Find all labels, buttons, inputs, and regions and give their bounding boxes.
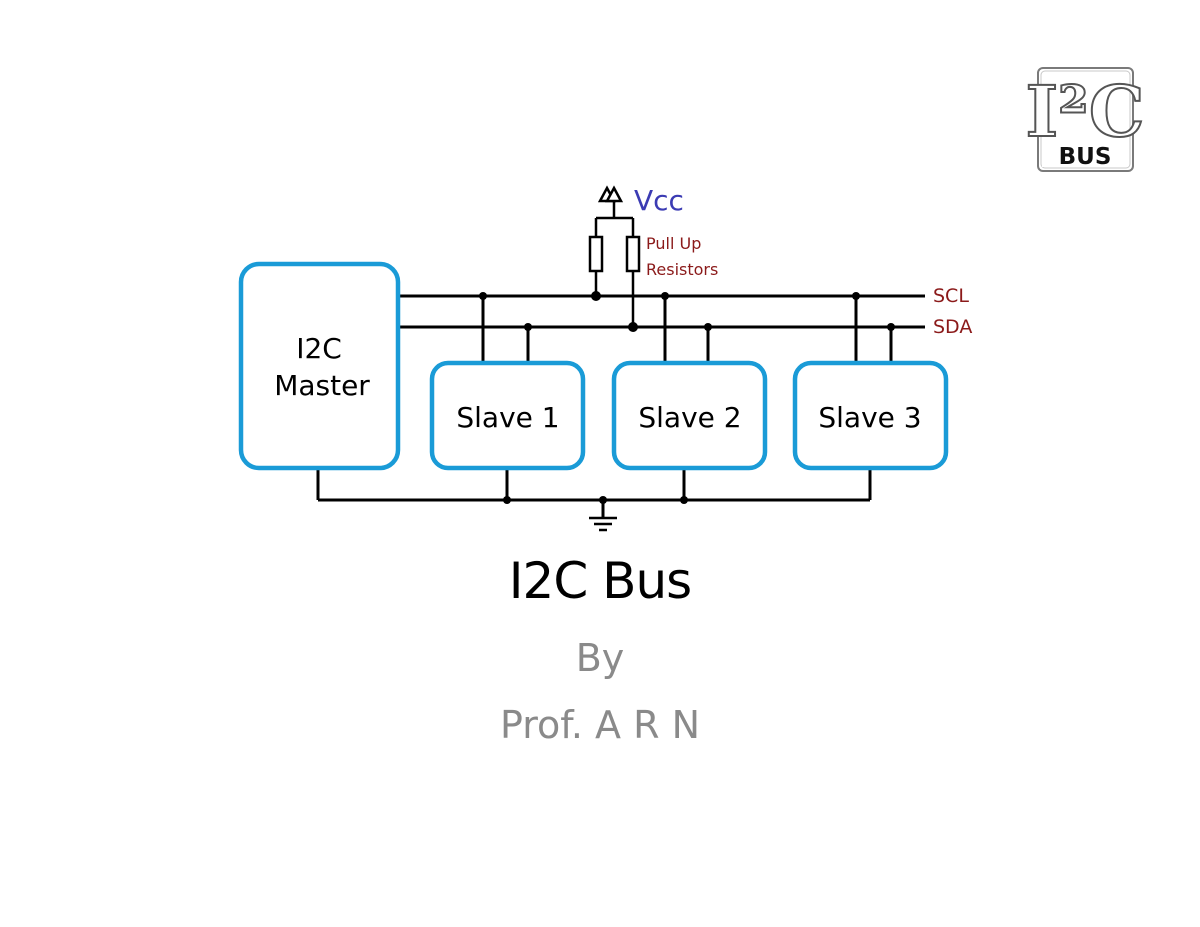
i2c-master-block: I2C Master — [238, 261, 401, 471]
master-label-line1: I2C — [296, 332, 342, 365]
logo-top-text: I²C — [1025, 70, 1144, 153]
slide-title: I2C Bus — [508, 552, 692, 610]
pull-up-resistors — [588, 185, 641, 327]
slave-2-block: Slave 2 — [611, 360, 768, 471]
junction-dots — [479, 291, 895, 504]
ground-symbol — [589, 516, 617, 532]
slave-2-label: Slave 2 — [638, 401, 741, 434]
vcc-label: Vcc — [634, 184, 684, 217]
i2c-bus-logo: I²C BUS — [1024, 67, 1146, 172]
slave-3-block: Slave 3 — [792, 360, 949, 471]
pull-up-label-line1: Pull Up — [646, 234, 701, 253]
slave-3-label: Slave 3 — [818, 401, 921, 434]
bus-wires — [316, 294, 925, 518]
pull-up-label-line2: Resistors — [646, 260, 718, 279]
master-label-line2: Master — [274, 369, 370, 402]
vcc-symbol — [604, 185, 624, 203]
logo-bottom-text: BUS — [1059, 144, 1112, 170]
by-line: By — [575, 636, 625, 680]
scl-pull-up-resistor — [588, 235, 604, 273]
sda-pull-up-resistor — [625, 235, 641, 273]
sda-label: SDA — [933, 316, 972, 338]
author-name: Prof. A R N — [499, 703, 701, 747]
scl-label: SCL — [933, 285, 969, 307]
slave-1-block: Slave 1 — [429, 360, 586, 471]
slave-1-label: Slave 1 — [456, 401, 559, 434]
